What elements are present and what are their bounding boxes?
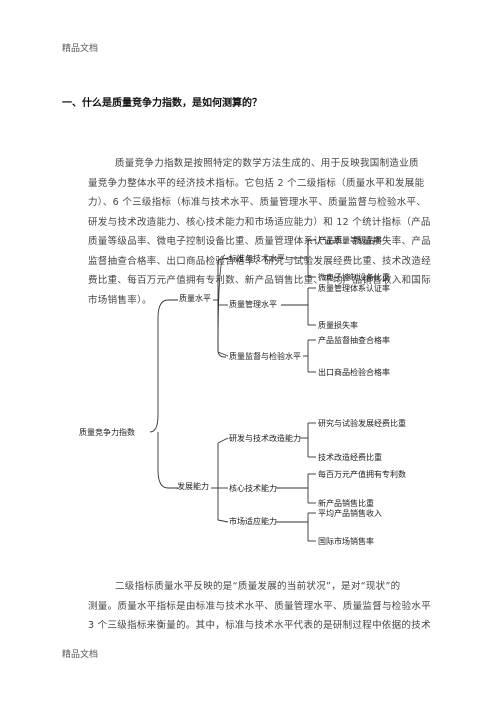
tree-level3-label: 市场适应能力 bbox=[229, 516, 277, 526]
intro-paragraph: 质量竞争力指数是按照特定的数学方法生成的、用于反映我国制造业质 量竞争力整体水平… bbox=[88, 154, 432, 310]
tree-connector bbox=[157, 432, 178, 489]
tree-level3-label: 质量监督与检验水平 bbox=[229, 351, 301, 361]
paragraph-line: 3 个三级指标来衡量的。其中，标准与技术水平代表的是研制过程中依据的技术 bbox=[88, 620, 431, 631]
tree-level4-label: 质量管理体系认证率 bbox=[318, 283, 390, 293]
tree-level4-label: 出口商品检验合格率 bbox=[318, 367, 390, 377]
tree-connector bbox=[217, 257, 229, 261]
tree-connector bbox=[217, 300, 226, 358]
tree-level4-label: 研究与试验发展经费比重 bbox=[318, 418, 406, 428]
tree-level4-label: 微电子控制设备比重 bbox=[318, 272, 390, 282]
tree-connector bbox=[217, 437, 229, 444]
tree-level3-label: 研发与技术改造能力 bbox=[229, 433, 301, 443]
tree-level4-label: 平均产品销售收入 bbox=[318, 508, 382, 518]
paragraph-line: 监督抽查合格率、出口商品检验合格率、研究与试验发展经费比重、技术改造经 bbox=[88, 255, 432, 267]
tree-level4-label: 每百万元产值拥有专利数 bbox=[318, 469, 406, 479]
tree-level3-label: 核心技术能力 bbox=[229, 483, 277, 493]
tree-connector bbox=[217, 351, 229, 357]
quality-level-paragraph: 二级指标质量水平反映的是“质量发展的当前状况”，是对“现状”的 测量。质量水平指… bbox=[88, 577, 432, 636]
tree-level4-label: 国际市场销售率 bbox=[318, 536, 374, 546]
tree-level2-label: 发展能力 bbox=[177, 481, 209, 491]
tree-level2-label: 质量水平 bbox=[179, 293, 211, 303]
tree-root-label: 质量竞争力指数 bbox=[79, 427, 135, 437]
tree-connector bbox=[149, 299, 178, 433]
paragraph-line: 力）、6 个三级指标（标准与技术水平、质量管理水平、质量监督与检验水平、 bbox=[88, 197, 427, 208]
tree-level4-label: 质量损失率 bbox=[318, 320, 358, 330]
paragraph-line: 二级指标质量水平反映的是“质量发展的当前状况”，是对“现状”的 bbox=[115, 581, 401, 592]
paragraph-line: 质量等级品率、微电子控制设备比重、质量管理体系认证率、质量损失率、产品 bbox=[88, 236, 432, 247]
tree-level3-label: 标准与技术水平 bbox=[229, 253, 285, 263]
paragraph-line: 市场销售率）。 bbox=[88, 294, 152, 306]
page-footer: 精品文档 bbox=[62, 650, 99, 660]
tree-level4-label: 产品质量等级品率 bbox=[318, 235, 382, 245]
page-header: 精品文档 bbox=[62, 44, 99, 54]
section-heading: 一、什么是质量竞争力指数，是如何测算的？ bbox=[62, 98, 262, 109]
paragraph-line: 费比重、每百万元产值拥有专利数、新产品销售比重、平均产品销售收入和国际 bbox=[88, 275, 432, 286]
tree-level4-label: 技术改造经费比重 bbox=[318, 452, 382, 462]
paragraph-line: 研发与技术改造能力、核心技术能力和市场适应能力）和 12 个统计指标（产品 bbox=[88, 216, 431, 228]
paragraph-line: 测量。质量水平指标是由标准与技术水平、质量管理水平、质量监督与检验水平 bbox=[88, 600, 432, 612]
paragraph-line: 质量竞争力指数是按照特定的数学方法生成的、用于反映我国制造业质 bbox=[115, 158, 419, 169]
tree-level3-label: 质量管理水平 bbox=[229, 299, 277, 309]
paragraph-line: 量竞争力整体水平的经济技术指标。它包括 2 个二级指标（质量水平和发展能 bbox=[88, 177, 425, 189]
tree-level4-label: 新产品销售比重 bbox=[318, 498, 374, 508]
tree-level4-label: 产品监督抽查合格率 bbox=[318, 335, 390, 345]
tree-connector bbox=[217, 254, 226, 351]
tree-connector bbox=[217, 519, 229, 523]
